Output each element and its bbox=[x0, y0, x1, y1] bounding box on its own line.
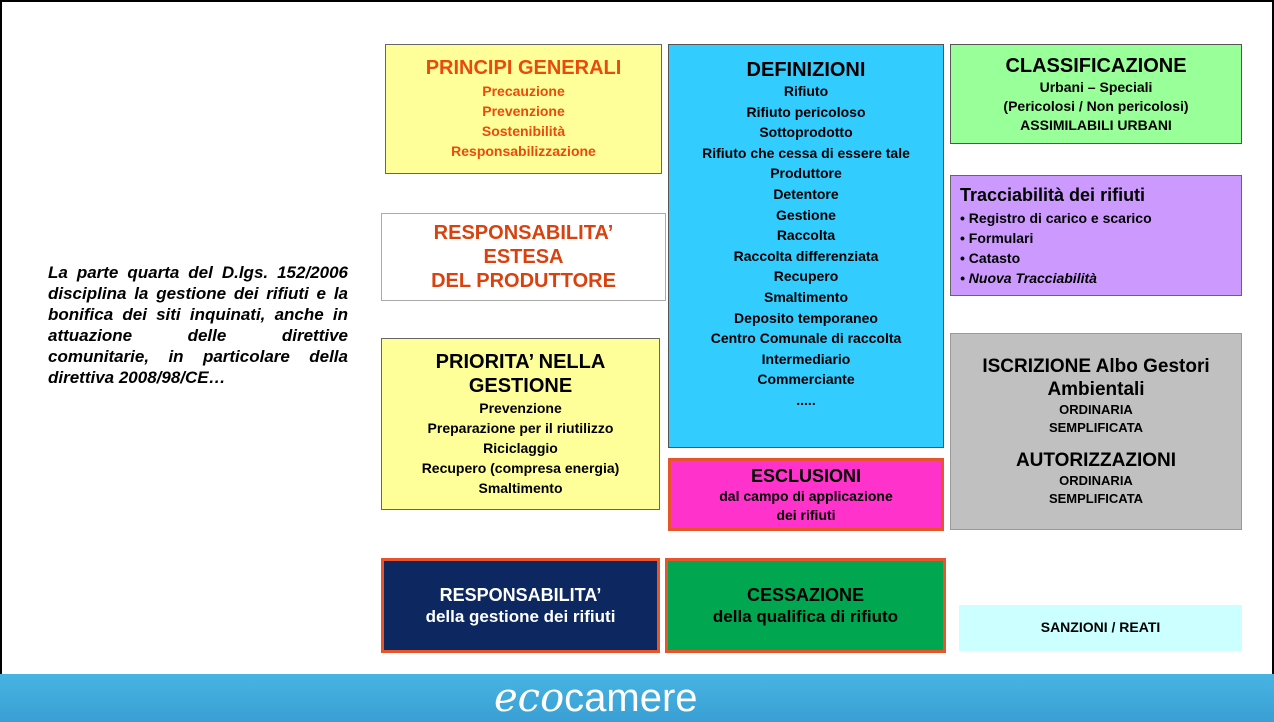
principi-item: Prevenzione bbox=[482, 103, 565, 119]
priorita-item: Riciclaggio bbox=[483, 440, 558, 456]
definizione-item: Intermediario bbox=[761, 350, 851, 367]
tracciabilita-item: • Registro di carico e scarico bbox=[960, 209, 1152, 226]
tracciabilita-item: • Formulari bbox=[960, 229, 1034, 246]
intro-text: La parte quarta del D.lgs. 152/2006 disc… bbox=[48, 263, 348, 387]
priorita-gestione-box: PRIORITA’ NELLA GESTIONE Prevenzione Pre… bbox=[381, 338, 660, 510]
autorizzazioni-title: AUTORIZZAZIONI bbox=[1015, 450, 1177, 471]
sanzioni-box: SANZIONI / REATI bbox=[959, 605, 1242, 651]
slide-frame bbox=[0, 0, 1274, 676]
classificazione-box: CLASSIFICAZIONE Urbani – Speciali (Peric… bbox=[950, 44, 1242, 144]
resp-estesa-line: ESTESA bbox=[483, 246, 564, 268]
priorita-title: GESTIONE bbox=[468, 375, 573, 397]
logo-eco: eco bbox=[494, 675, 565, 721]
resp-gestione-subtitle: della gestione dei rifiuti bbox=[425, 606, 616, 626]
principi-item: Sostenibilità bbox=[481, 123, 566, 139]
esclusioni-box: ESCLUSIONI dal campo di applicazione dei… bbox=[668, 458, 944, 531]
tracciabilita-item: • Catasto bbox=[960, 249, 1021, 266]
definizione-item: Detentore bbox=[773, 185, 839, 202]
autorizzazioni-sub: ORDINARIA bbox=[1059, 473, 1133, 488]
priorita-item: Prevenzione bbox=[479, 400, 562, 416]
sanzioni-label: SANZIONI / REATI bbox=[1040, 619, 1161, 636]
responsabilita-estesa-box: RESPONSABILITA’ ESTESA DEL PRODUTTORE bbox=[381, 213, 666, 301]
cessazione-subtitle: della qualifica di rifiuto bbox=[712, 606, 899, 626]
resp-gestione-title: RESPONSABILITA’ bbox=[439, 584, 602, 605]
priorita-item: Preparazione per il riutilizzo bbox=[427, 420, 614, 436]
definizione-item: Recupero bbox=[773, 268, 839, 285]
iscrizione-sub: ORDINARIA bbox=[1059, 402, 1133, 417]
tracciabilita-title: Tracciabilità dei rifiuti bbox=[960, 184, 1146, 205]
classificazione-title: CLASSIFICAZIONE bbox=[1005, 54, 1187, 77]
priorita-item: Smaltimento bbox=[478, 480, 563, 496]
classificazione-line: (Pericolosi / Non pericolosi) bbox=[1003, 97, 1189, 114]
resp-estesa-line: DEL PRODUTTORE bbox=[431, 270, 616, 292]
definizione-item: Gestione bbox=[776, 206, 836, 223]
definizione-item: Commerciante bbox=[757, 371, 855, 388]
classificazione-line: ASSIMILABILI URBANI bbox=[1020, 116, 1172, 133]
definizione-item: Rifiuto bbox=[783, 83, 829, 99]
definizione-item: Rifiuto pericoloso bbox=[746, 103, 866, 120]
iscrizione-sub: SEMPLIFICATA bbox=[1048, 420, 1144, 435]
classificazione-line: Urbani – Speciali bbox=[1039, 78, 1153, 95]
definizione-item: Sottoprodotto bbox=[759, 124, 853, 141]
principi-item: Responsabilizzazione bbox=[451, 143, 596, 159]
principi-title: PRINCIPI GENERALI bbox=[425, 57, 622, 79]
esclusioni-sub: dei rifiuti bbox=[776, 506, 836, 523]
definizioni-title: DEFINIZIONI bbox=[746, 59, 866, 81]
ecocamere-logo: ecocamere bbox=[494, 676, 698, 720]
esclusioni-title: ESCLUSIONI bbox=[750, 465, 861, 486]
definizione-item: ..... bbox=[796, 391, 816, 408]
responsabilita-gestione-box: RESPONSABILITA’ della gestione dei rifiu… bbox=[381, 558, 660, 653]
definizione-item: Deposito temporaneo bbox=[734, 309, 878, 326]
autorizzazioni-sub: SEMPLIFICATA bbox=[1048, 491, 1144, 506]
iscrizione-title: ISCRIZIONE Albo Gestori bbox=[982, 356, 1210, 377]
principi-item: Precauzione bbox=[482, 83, 565, 99]
tracciabilita-item: • Nuova Tracciabilità bbox=[960, 269, 1097, 286]
resp-estesa-line: RESPONSABILITA’ bbox=[433, 222, 614, 244]
principi-generali-box: PRINCIPI GENERALI Precauzione Prevenzion… bbox=[385, 44, 662, 174]
tracciabilita-box: Tracciabilità dei rifiuti • Registro di … bbox=[950, 175, 1242, 296]
definizione-item: Produttore bbox=[770, 165, 842, 182]
definizione-item: Rifiuto che cessa di essere tale bbox=[702, 144, 910, 161]
definizione-item: Raccolta differenziata bbox=[733, 247, 879, 264]
iscrizione-albo-box: ISCRIZIONE Albo Gestori Ambientali ORDIN… bbox=[950, 333, 1242, 530]
definizioni-box: DEFINIZIONI Rifiuto Rifiuto pericoloso S… bbox=[668, 44, 944, 448]
priorita-title: PRIORITA’ NELLA bbox=[435, 351, 606, 373]
priorita-item: Recupero (compresa energia) bbox=[421, 460, 620, 476]
iscrizione-title: Ambientali bbox=[1047, 379, 1145, 400]
logo-camere: camere bbox=[564, 676, 698, 720]
definizione-item: Smaltimento bbox=[763, 288, 848, 305]
definizione-item: Raccolta bbox=[776, 227, 836, 244]
definizione-item: Centro Comunale di raccolta bbox=[710, 330, 902, 347]
footer-bar: ecocamere bbox=[0, 674, 1274, 722]
cessazione-title: CESSAZIONE bbox=[746, 584, 865, 605]
cessazione-box: CESSAZIONE della qualifica di rifiuto bbox=[665, 558, 946, 653]
esclusioni-sub: dal campo di applicazione bbox=[719, 487, 893, 504]
